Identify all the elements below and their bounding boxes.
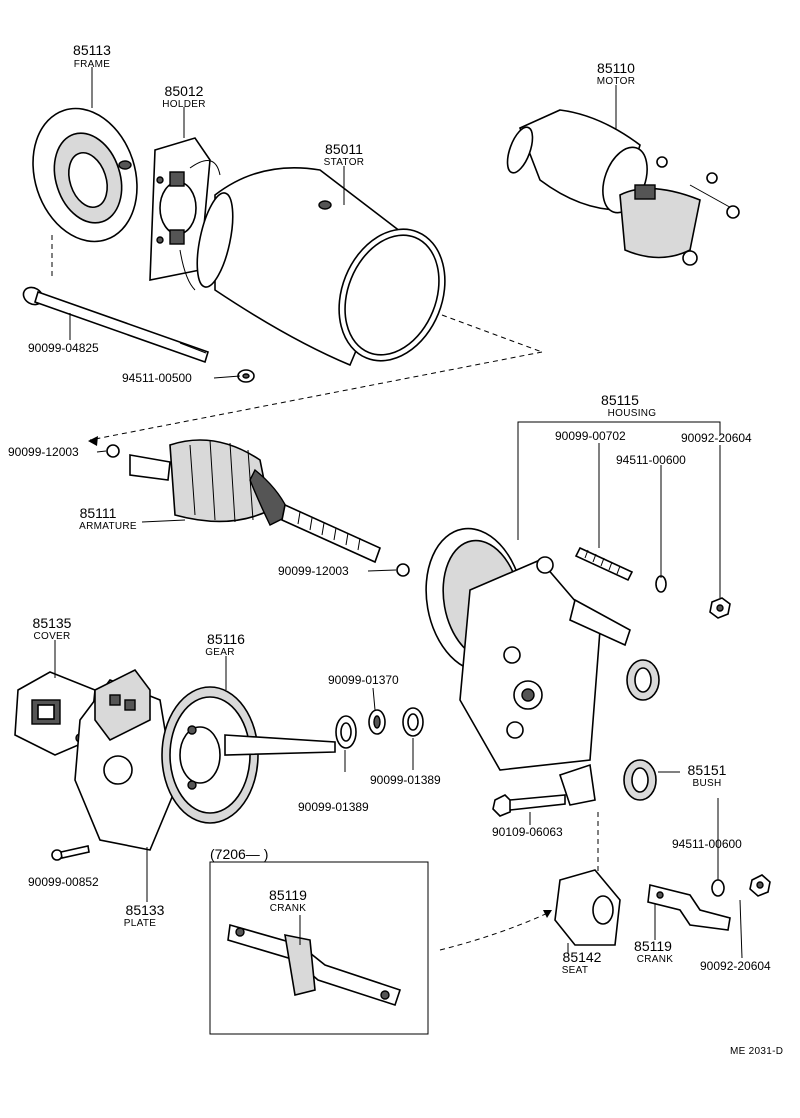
ball-right-number: 90099-12003 [278,564,349,578]
frame-part [32,107,138,243]
bush-number: 85151 [688,762,727,778]
armature-part [129,439,382,564]
gear-part [161,686,336,824]
crank-number: 85119 [634,938,672,954]
housing-number: 85115 [601,392,639,408]
armature-name: ARMATURE [79,521,137,532]
cover-number: 85135 [33,615,72,631]
crank-name: CRANK [637,954,674,965]
washer-01389-left-part [335,715,357,749]
holder-number: 85012 [165,83,204,99]
stator-number: 85011 [325,141,363,157]
plate-name: PLATE [124,918,156,929]
long-bolt-number: 90099-04825 [28,341,99,355]
drawing-code: ME 2031-D [730,1046,783,1057]
washer-94511-00600-top-number: 94511-00600 [616,453,686,467]
nut-top-part [709,597,731,619]
crank-part [647,884,731,931]
washer-94511-00500-part [237,369,255,383]
bush-name: BUSH [693,778,722,789]
gear-name: GEAR [205,647,235,658]
armature-number: 85111 [80,505,117,521]
crank-box-name: CRANK [270,903,307,914]
stator-name: STATOR [324,157,365,168]
ball-left-part [106,444,120,458]
bush-part [623,759,657,801]
washer-94511-00600-top-part [655,575,667,593]
motor-assembly-part [506,109,740,266]
plate-part [74,668,176,851]
motor-number: 85110 [597,60,635,76]
crank-box-number: 85119 [269,887,307,903]
bolt-06063-part [492,794,566,817]
screw-00852-part [51,845,90,861]
holder-name: HOLDER [162,99,205,110]
long-bolt-part [22,286,209,364]
ball-right-part [396,563,410,577]
plate-number: 85133 [126,902,165,918]
washer-94511-00600-bottom-number: 94511-00600 [672,837,742,851]
stud-number: 90099-00702 [555,429,626,443]
nut-bottom-part [749,874,771,897]
seat-part [554,869,621,946]
washer-01370-number: 90099-01370 [328,673,399,687]
motor-name: MOTOR [597,76,636,87]
washer-01370-part [368,709,386,735]
bush-upper-part [626,659,660,701]
housing-name: HOUSING [608,408,657,419]
crank-box-part [227,923,402,1007]
leader-lines [51,67,743,959]
washer-94511-00600-bottom-part [711,879,725,897]
crank-box-range: (7206— ) [210,846,268,862]
bolt-06063-number: 90109-06063 [492,825,563,839]
nut-top-number: 90092-20604 [681,431,752,445]
washer-01389-right-number: 90099-01389 [370,773,441,787]
holder-part [149,137,221,291]
stud-part [574,546,634,582]
gear-number: 85116 [207,631,245,647]
seat-name: SEAT [562,965,589,976]
housing-part [425,527,631,806]
frame-name: FRAME [74,59,111,70]
washer-01389-left-number: 90099-01389 [298,800,369,814]
ball-left-number: 90099-12003 [8,445,79,459]
screw-00852-number: 90099-00852 [28,875,99,889]
seat-number: 85142 [563,949,602,965]
stator-part [196,167,446,367]
frame-number: 85113 [73,42,111,58]
washer-01389-right-part [402,707,424,737]
crank-variant-box [209,861,429,1035]
cover-name: COVER [33,631,70,642]
nut-bottom-number: 90092-20604 [700,959,771,973]
washer-94511-00500-number: 94511-00500 [122,371,192,385]
